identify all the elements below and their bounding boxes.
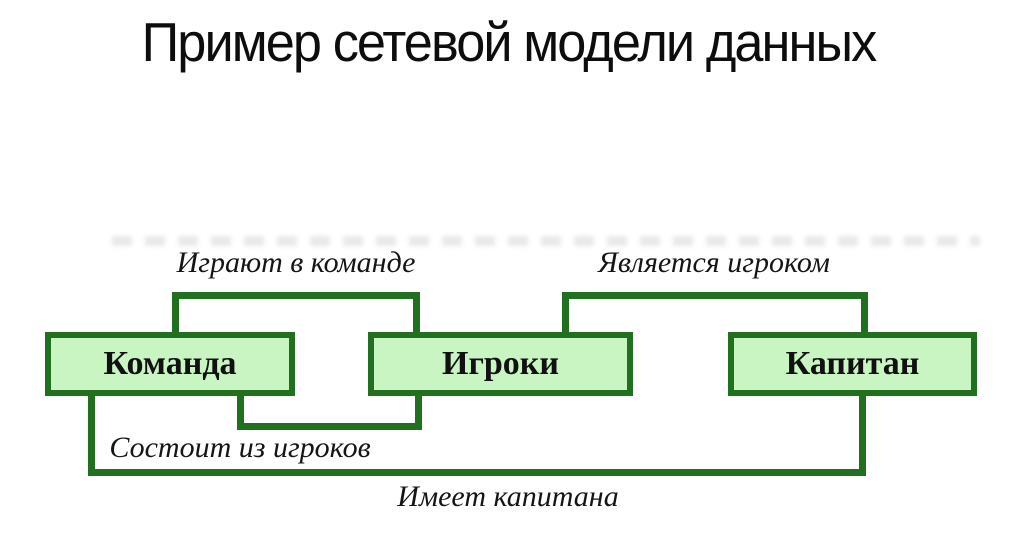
page-title: Пример сетевой модели данных xyxy=(141,11,878,73)
relation-label-is-player: Является игроком xyxy=(598,246,830,279)
connector-is-player xyxy=(562,292,868,333)
relation-label-consists-of-players: Состоит из игроков xyxy=(109,431,371,464)
connector-has-captain xyxy=(88,395,866,476)
relation-label-play-in-team: Играют в команде xyxy=(176,246,416,279)
connector-play-in-team xyxy=(172,292,420,333)
relation-label-has-captain: Имеет капитана xyxy=(397,480,619,513)
connector-consists-of-players xyxy=(237,395,422,430)
crop-artifact-band xyxy=(112,236,980,246)
entity-node-players: Игроки xyxy=(368,332,633,396)
entity-node-captain: Капитан xyxy=(728,332,977,396)
entity-node-team: Команда xyxy=(45,332,295,396)
